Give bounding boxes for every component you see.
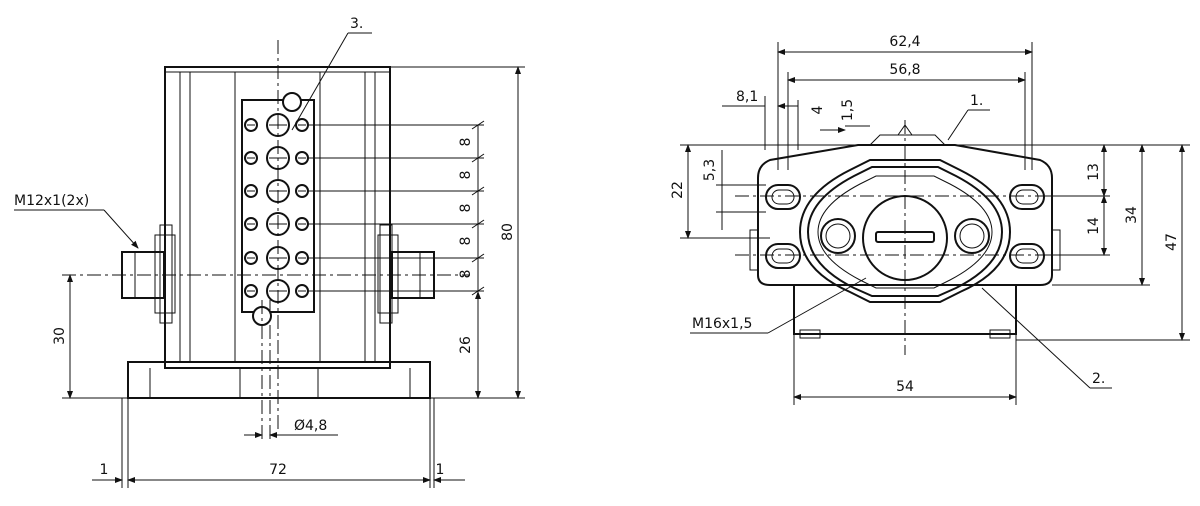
dim-height-34: 34 bbox=[1124, 206, 1140, 224]
dim-hole-diameter: Ø4,8 bbox=[294, 418, 327, 434]
front-view: 8 8 8 8 8 26 80 30 72 1 1 Ø4,8 bbox=[14, 16, 525, 488]
side-view: 62,4 56,8 8,1 4 1,5 5,3 22 bbox=[670, 34, 1190, 405]
slot-bottom-left bbox=[765, 243, 801, 269]
dim-pitch-4: 8 bbox=[458, 237, 474, 246]
mounting-hole-top bbox=[282, 92, 302, 112]
dim-height-80: 80 bbox=[500, 223, 516, 241]
callout-1: 1. bbox=[970, 93, 983, 109]
dim-width-54: 54 bbox=[896, 379, 914, 395]
dim-pitch-1: 8 bbox=[458, 138, 474, 147]
dim-height-13: 13 bbox=[1086, 163, 1102, 181]
slot-bottom-right bbox=[1009, 243, 1045, 269]
seal-outer bbox=[798, 159, 1012, 303]
callout-2: 2. bbox=[1092, 371, 1105, 387]
thread-label-m16: M16x1,5 bbox=[692, 316, 752, 332]
dim-pitch-3: 8 bbox=[458, 204, 474, 213]
dim-offset-1-5: 1,5 bbox=[840, 99, 856, 121]
dim-offset-5-3: 5,3 bbox=[702, 159, 718, 181]
dim-height-26: 26 bbox=[458, 336, 474, 354]
dim-height-14: 14 bbox=[1086, 217, 1102, 235]
dim-offset-left: 1 bbox=[100, 462, 109, 478]
dim-height-22: 22 bbox=[670, 181, 686, 199]
dim-offset-4: 4 bbox=[810, 105, 826, 114]
dim-offset-8-1: 8,1 bbox=[736, 89, 758, 105]
thread-label-m12: M12x1(2x) bbox=[14, 193, 89, 209]
dim-width-72: 72 bbox=[269, 462, 287, 478]
dim-pitch-2: 8 bbox=[458, 171, 474, 180]
dim-width-62-4: 62,4 bbox=[889, 34, 920, 50]
base-plate bbox=[127, 361, 431, 399]
dim-height-30: 30 bbox=[52, 327, 68, 345]
dim-height-47: 47 bbox=[1164, 233, 1180, 251]
dim-width-56-8: 56,8 bbox=[889, 62, 920, 78]
dim-pitch-5: 8 bbox=[458, 270, 474, 279]
slot-top-left bbox=[765, 184, 801, 210]
dim-offset-right: 1 bbox=[436, 462, 445, 478]
slot-top-right bbox=[1009, 184, 1045, 210]
callout-3: 3. bbox=[350, 16, 363, 32]
